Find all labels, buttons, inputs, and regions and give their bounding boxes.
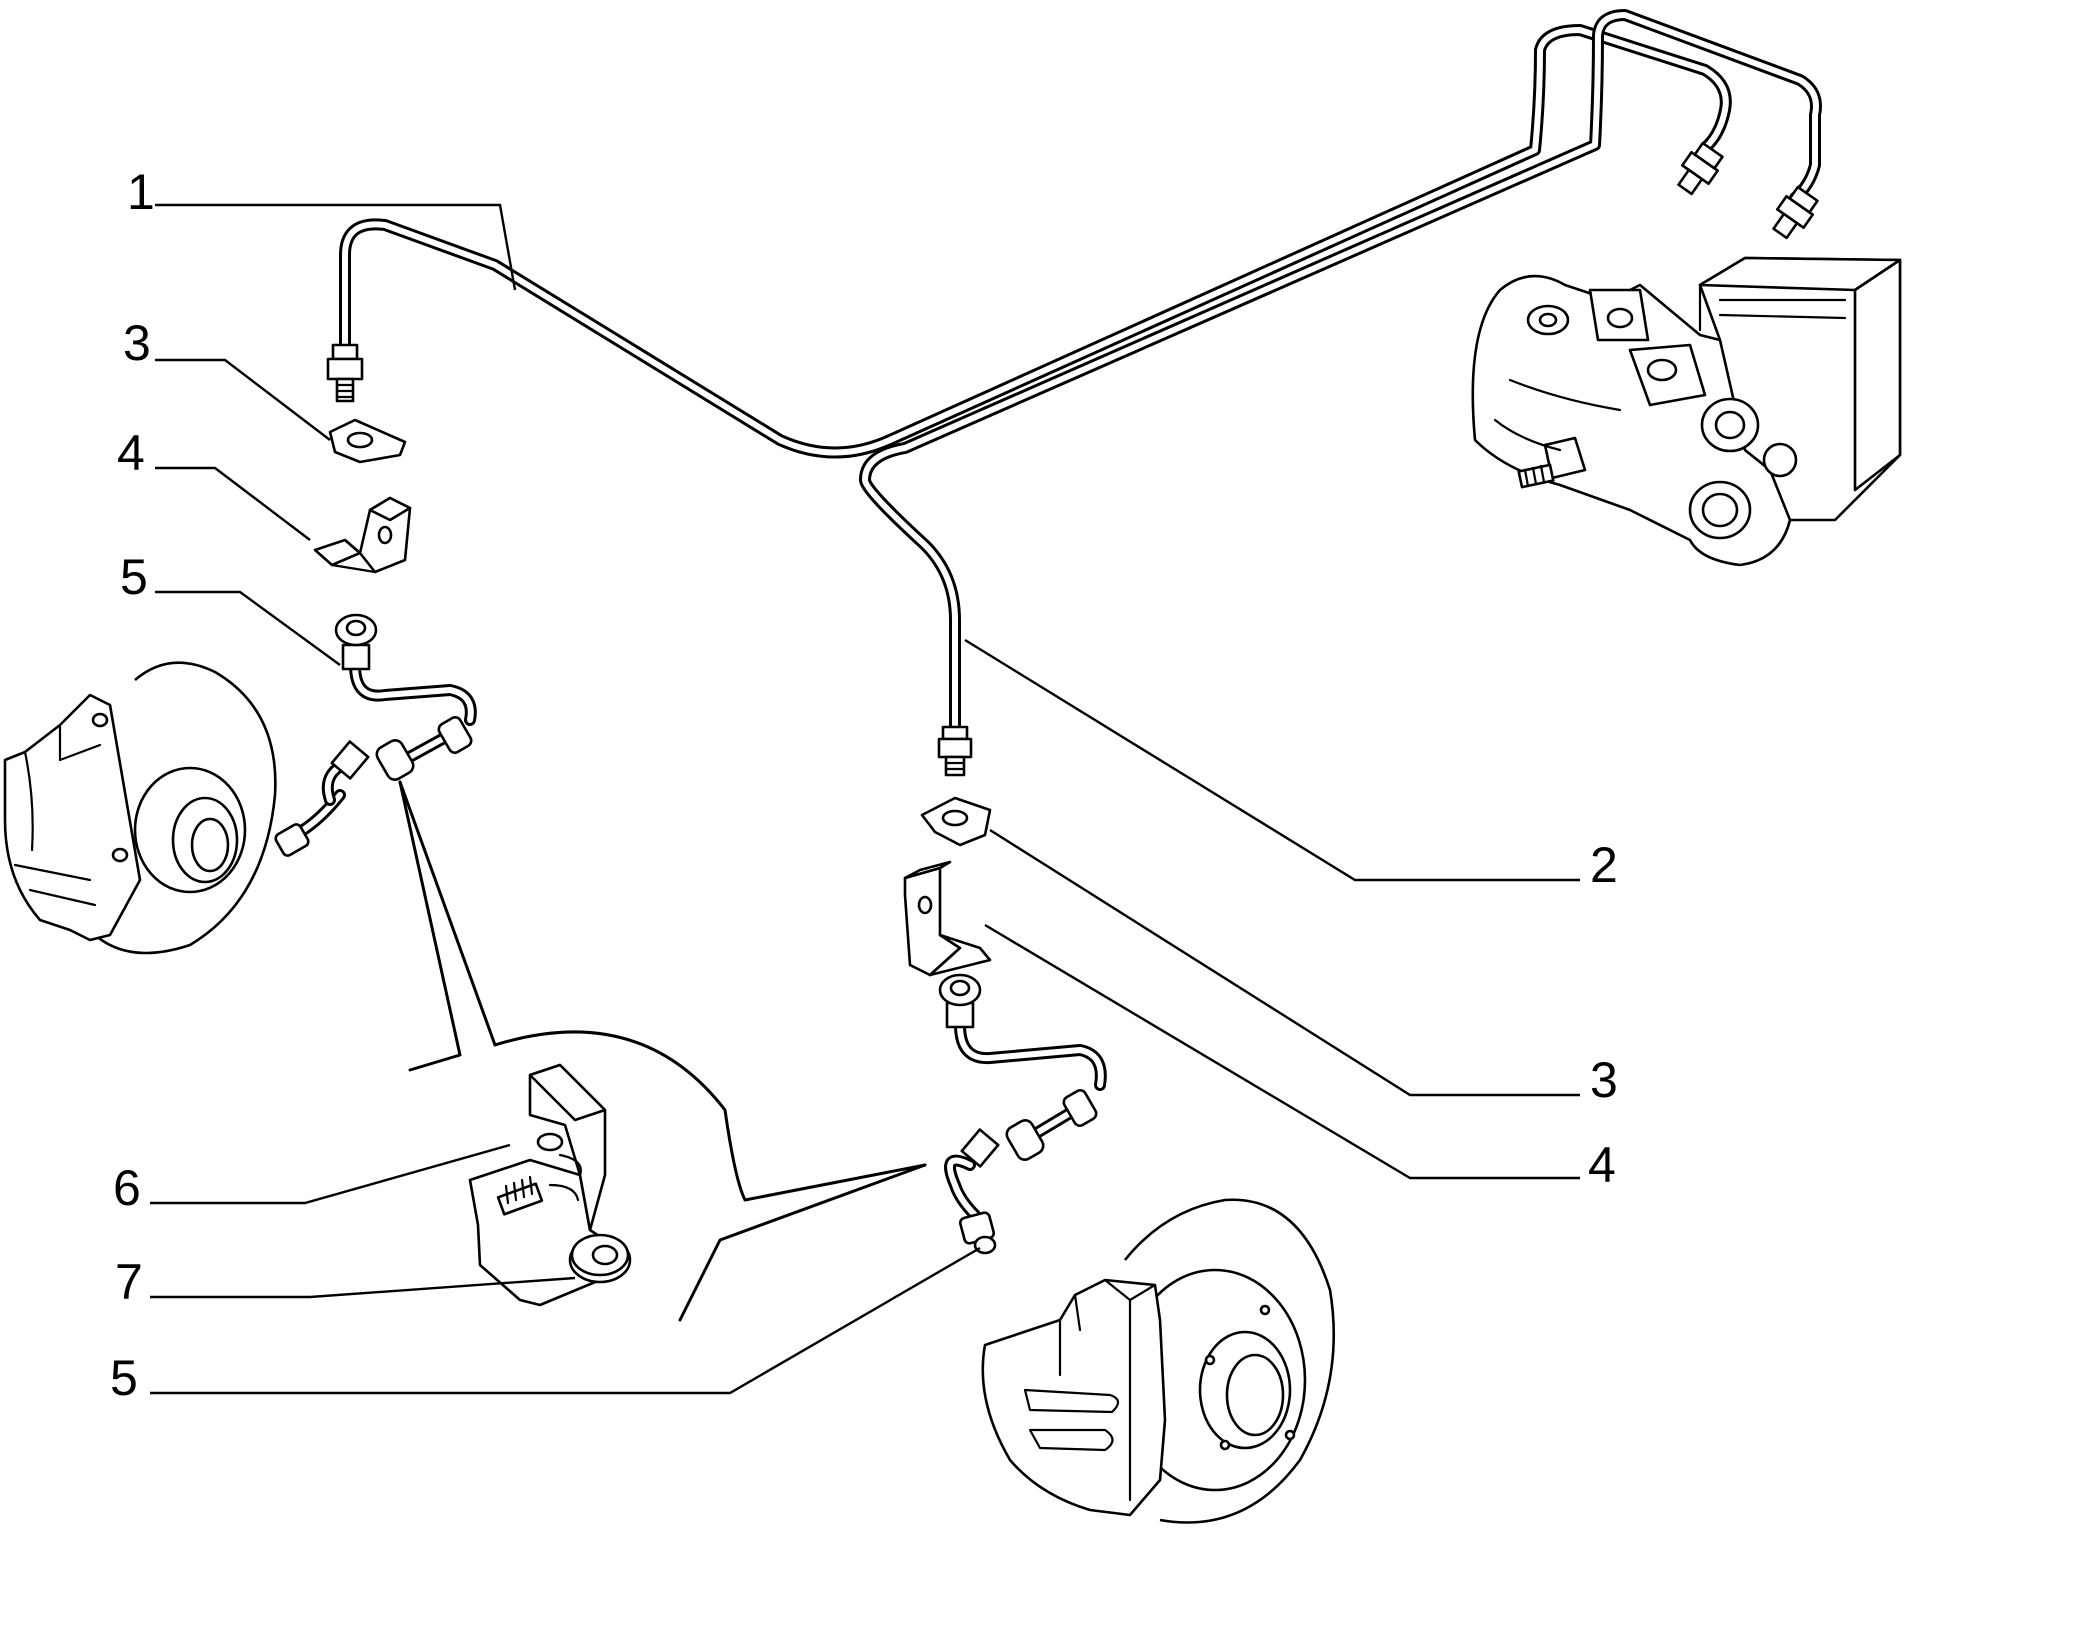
pipe-fitting-left <box>326 343 364 403</box>
brake-disc-right <box>1123 1198 1335 1524</box>
abs-modulator-unit <box>1471 256 1902 567</box>
pipe-fitting-top-2 <box>1772 185 1819 240</box>
brake-hose-5-right <box>938 973 1107 1255</box>
callout-6: 6 <box>113 1160 141 1216</box>
brake-hose-5-left <box>274 613 477 857</box>
callout-4-right: 4 <box>1588 1137 1616 1193</box>
callout-1: 1 <box>127 164 155 220</box>
pipe-fitting-center <box>937 725 973 777</box>
detail-callout-frame <box>398 780 927 1322</box>
bracket-4-left <box>313 496 412 574</box>
callout-3-right: 3 <box>1590 1052 1618 1108</box>
pipe-fitting-top-1 <box>1677 141 1724 196</box>
bracket-4-right <box>903 860 992 977</box>
detail-grommet-7 <box>568 1233 632 1284</box>
callout-5-bottom: 5 <box>110 1350 138 1406</box>
callout-2: 2 <box>1590 837 1618 893</box>
leader-lines <box>150 203 1580 1395</box>
callout-7: 7 <box>115 1254 143 1310</box>
brake-caliper-left <box>3 693 142 942</box>
callout-3-left: 3 <box>123 315 151 371</box>
brake-pipe-2 <box>859 9 1822 741</box>
detail-bracket-6 <box>468 1063 607 1307</box>
callout-4-left: 4 <box>117 425 145 481</box>
brake-pipe-1 <box>339 24 1732 459</box>
callout-5-left: 5 <box>120 549 148 605</box>
clip-3-right <box>920 796 992 847</box>
clip-3-left <box>328 418 407 464</box>
brake-caliper-right <box>981 1278 1167 1517</box>
